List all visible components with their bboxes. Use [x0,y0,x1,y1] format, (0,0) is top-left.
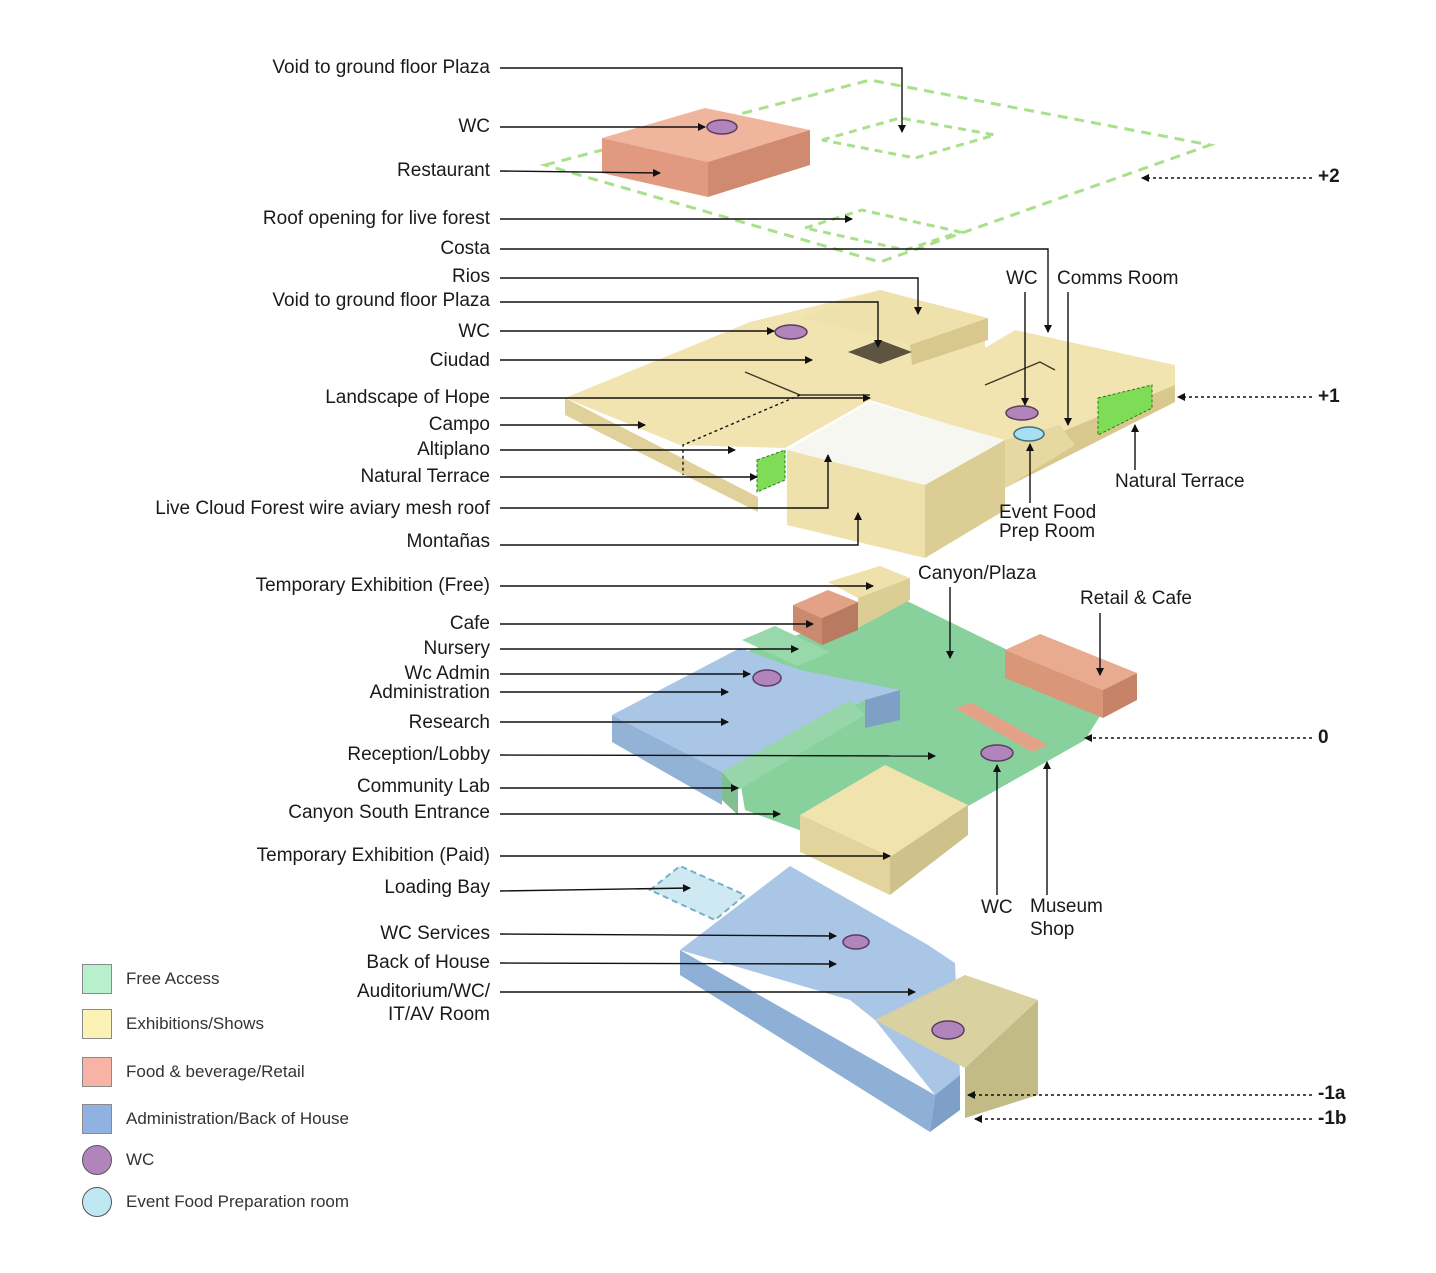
legend-label: WC [126,1150,155,1169]
level-ground [612,566,1137,895]
label-temp-exhibition-paid: Temporary Exhibition (Paid) [256,845,490,866]
montanas-block [787,402,1005,558]
plus1-void [848,340,912,364]
natural-terrace-left [756,449,786,493]
legend-item-exhibitions: Exhibitions/Shows [82,1008,264,1040]
level-marker-zero: 0 [1318,727,1329,748]
label-auditorium-line2: IT/AV Room [387,1004,490,1025]
label-reception-lobby: Reception/Lobby [347,744,490,765]
label-costa: Costa [440,238,490,259]
plus2-dashed-outline [539,78,1216,264]
wc-marker [842,934,870,950]
label-natural-terrace-right: Natural Terrace [1115,471,1245,492]
wc-marker [931,1020,965,1040]
label-retail-cafe: Retail & Cafe [1080,588,1192,609]
level-marker-plus2: +2 [1318,166,1340,187]
label-void-plus1: Void to ground floor Plaza [272,290,490,311]
legend-label: Food & beverage/Retail [126,1062,305,1081]
label-wc-plus1: WC [458,321,490,342]
label-rios: Rios [451,266,490,287]
level-dotted-lines [682,174,1312,1123]
level-plus2 [539,78,1216,264]
temp-exhibition-paid-block [800,765,968,857]
wc-marker [706,119,738,135]
label-wc-comms: WC [1006,268,1038,289]
level-minus1 [648,864,1038,1132]
level-marker-minus1b: -1b [1318,1108,1347,1129]
label-wc-services: WC Services [380,923,490,944]
label-roof-opening: Roof opening for live forest [262,208,490,229]
label-ciudad: Ciudad [429,350,490,371]
label-loading-bay: Loading Bay [384,877,490,898]
label-campo: Campo [428,414,490,435]
admin-swatch [82,1104,112,1134]
restaurant-block [602,108,810,197]
label-wc-plus2: WC [458,116,490,137]
label-void-plus2: Void to ground floor Plaza [272,57,490,78]
legend-item-wc: WC [82,1144,154,1176]
plus1-left-face [565,398,758,512]
loading-bay [648,864,747,922]
label-landscape-of-hope: Landscape of Hope [325,387,490,408]
legend-label: Exhibitions/Shows [126,1014,264,1033]
event-food-marker [1013,426,1045,442]
label-event-food-line2: Prep Room [999,521,1096,542]
exhibitions-swatch [82,1009,112,1039]
label-event-food-line1: Event Food [999,502,1097,523]
level-marker-minus1a: -1a [1318,1083,1346,1104]
label-administration: Administration [369,682,490,703]
roof-opening-outline [799,208,966,252]
legend-label: Event Food Preparation room [126,1192,350,1211]
leader-lines [499,67,1139,996]
label-back-of-house: Back of House [366,952,490,973]
label-cafe: Cafe [449,613,490,634]
label-auditorium-line1: Auditorium/WC/ [356,981,490,1002]
label-nursery: Nursery [423,638,490,659]
wc-icon [82,1145,112,1175]
administration-block [612,648,900,772]
back-of-house-block [680,866,960,1095]
legend-item-food-retail: Food & beverage/Retail [82,1056,305,1088]
label-restaurant: Restaurant [397,160,490,181]
food-retail-swatch [82,1057,112,1087]
natural-terrace-right [1097,384,1153,436]
label-wc-admin: Wc Admin [404,663,490,684]
level-plus1 [565,290,1175,558]
event-food-icon [82,1187,112,1217]
label-temp-exhibition-free: Temporary Exhibition (Free) [255,575,490,596]
legend-label: Administration/Back of House [126,1109,349,1128]
level-marker-plus1: +1 [1318,386,1340,407]
legend-item-admin: Administration/Back of House [82,1103,349,1135]
label-montanas: Montañas [406,531,490,552]
wc-marker [1005,405,1039,421]
label-canyon-south-entrance: Canyon South Entrance [288,802,490,823]
label-comms-room: Comms Room [1057,268,1179,289]
wc-marker [980,744,1014,762]
label-cloud-forest: Live Cloud Forest wire aviary mesh roof [155,498,490,519]
wc-marker [752,669,782,687]
label-natural-terrace: Natural Terrace [360,466,490,487]
label-museum-shop-line2: Shop [1030,919,1075,940]
label-canyon-plaza: Canyon/Plaza [918,563,1037,584]
wc-marker [774,324,808,340]
label-museum-shop-line1: Museum [1030,896,1103,917]
label-wc-ground: WC [981,897,1013,918]
plus2-void-outline [821,116,996,160]
legend-item-free-access: Free Access [82,963,220,995]
legend-label: Free Access [126,969,220,988]
legend-item-event-food: Event Food Preparation room [82,1186,349,1218]
label-research: Research [408,712,490,733]
label-altiplano: Altiplano [417,439,490,460]
label-community-lab: Community Lab [356,776,490,797]
free-access-swatch [82,964,112,994]
